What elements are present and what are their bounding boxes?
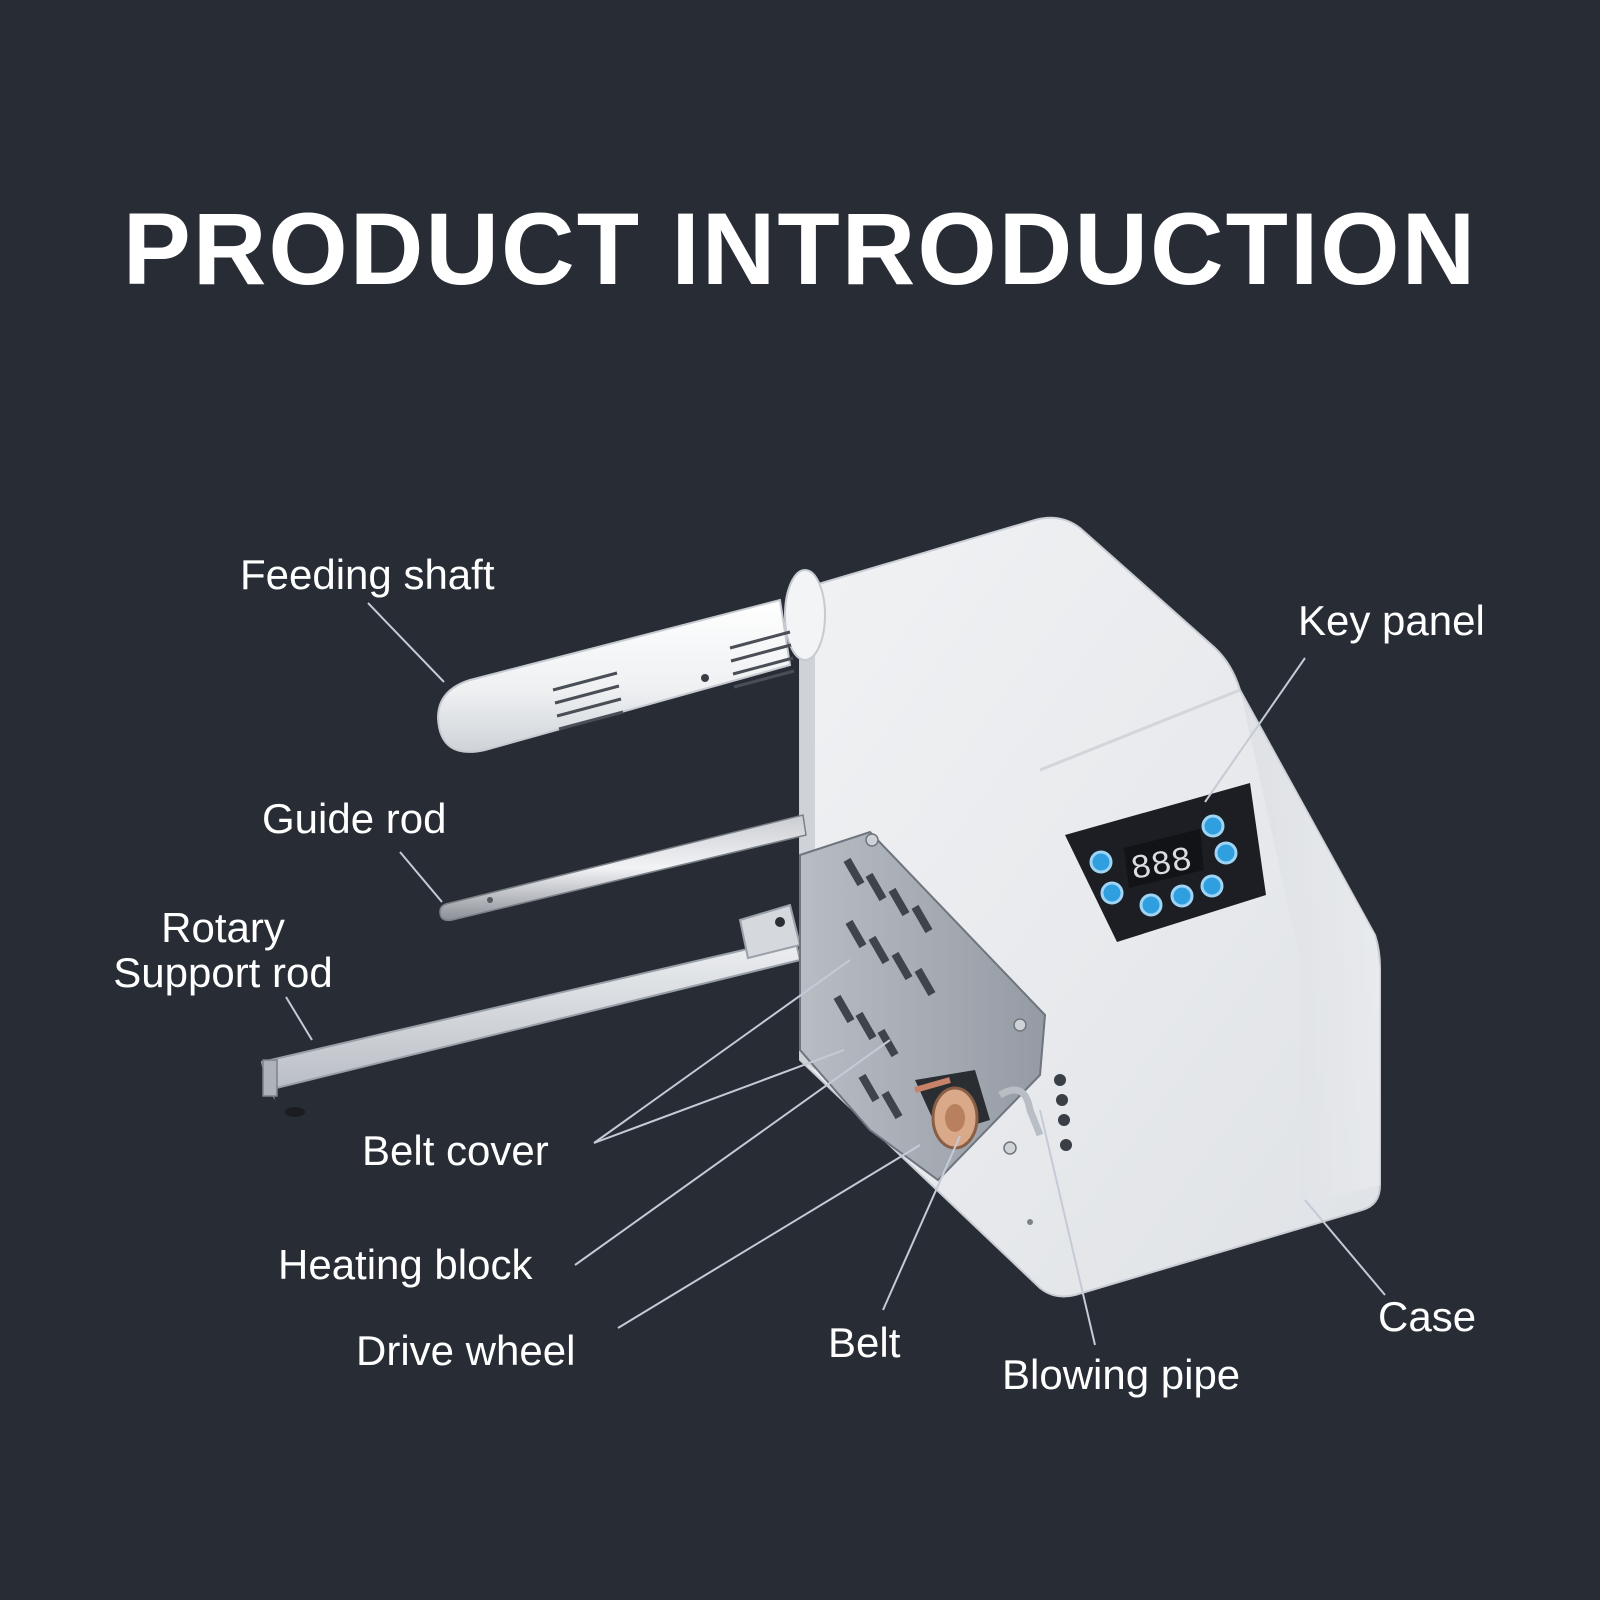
panel-button <box>1200 874 1224 898</box>
panel-button <box>1139 893 1163 917</box>
label-heating-block: Heating block <box>278 1241 533 1288</box>
guide-rod <box>439 814 807 922</box>
label-guide-rod: Guide rod <box>262 795 447 842</box>
panel-button <box>1170 884 1194 908</box>
leader-heating-block <box>574 1039 891 1266</box>
panel-button <box>1100 881 1124 905</box>
label-feeding-shaft: Feeding shaft <box>240 551 495 598</box>
leader-blowing-pipe <box>1039 1109 1096 1346</box>
leader-belt-cover-a <box>593 959 851 1144</box>
rotary-support-rod <box>260 903 802 1117</box>
label-key-panel: Key panel <box>1298 597 1485 644</box>
label-belt-cover: Belt cover <box>362 1127 549 1174</box>
leader-rotary-support-rod <box>285 996 313 1041</box>
leader-belt <box>882 1135 961 1311</box>
panel-button <box>1214 841 1238 865</box>
label-case: Case <box>1378 1293 1477 1340</box>
drive-wheel <box>914 1070 990 1150</box>
label-rotary-line1: Rotary <box>161 904 285 951</box>
key-panel: 888 <box>1065 783 1266 942</box>
label-rotary-line2: Support rod <box>113 949 333 997</box>
page-title: PRODUCT INTRODUCTION <box>122 192 1478 306</box>
digit-display: 888 <box>1124 829 1204 890</box>
leader-drive-wheel <box>617 1144 921 1329</box>
feeding-shaft <box>436 569 826 753</box>
leader-guide-rod <box>399 851 443 903</box>
leader-lines <box>285 602 1386 1346</box>
leader-feeding-shaft <box>367 602 445 683</box>
leader-case <box>1304 1199 1386 1296</box>
label-belt: Belt <box>828 1319 901 1366</box>
panel-button <box>1201 814 1225 838</box>
leader-belt-cover-b <box>593 1049 845 1144</box>
label-drive-wheel: Drive wheel <box>356 1327 576 1374</box>
panel-button <box>1089 850 1113 874</box>
leader-key-panel <box>1204 657 1306 803</box>
belt-cover <box>799 830 1047 1182</box>
blowing-pipe <box>998 1074 1072 1225</box>
label-rotary-support-rod: Rotary Support rod <box>98 905 348 996</box>
label-blowing-pipe: Blowing pipe <box>1002 1351 1241 1398</box>
